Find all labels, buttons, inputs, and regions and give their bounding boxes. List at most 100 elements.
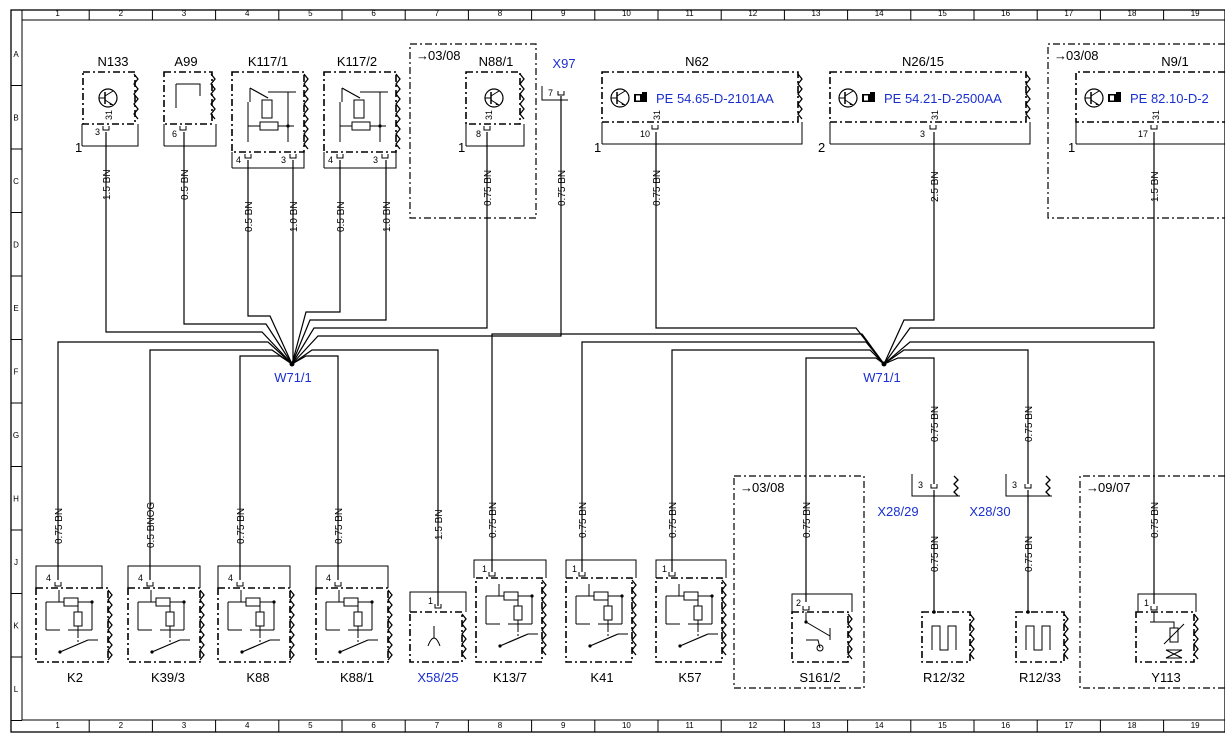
component-label: S161/2	[799, 670, 840, 685]
wire-label: 0.75 BN	[1024, 536, 1035, 572]
arrow-icon: →	[1054, 48, 1067, 63]
component-k117-2[interactable]: K117/2 4 3	[323, 54, 401, 169]
grid-column-label: 3	[182, 9, 187, 18]
grid-column-label: 5	[308, 721, 313, 730]
component-label: R12/33	[1019, 670, 1061, 685]
connector-x28-30[interactable]: 3 X28/30	[969, 474, 1052, 612]
pin-number: 8	[476, 129, 481, 139]
wire-label: 0.75 BN	[652, 170, 663, 206]
drawing-frame	[10, 9, 1225, 733]
component-k88-1[interactable]: 4 K88/1	[315, 565, 393, 685]
component-label: N88/1	[479, 54, 514, 69]
splice-label-right[interactable]: W71/1	[863, 370, 901, 385]
grid-row-label: J	[14, 558, 18, 567]
pin-b: 3	[281, 155, 286, 165]
grid-column-label: 1	[55, 9, 60, 18]
grid-column-label: 13	[812, 721, 821, 730]
grid-column-label: 15	[938, 721, 947, 730]
component-label: K39/3	[151, 670, 185, 685]
connector-x28-29[interactable]: 3 X28/29	[877, 474, 960, 612]
component-label[interactable]: X28/29	[877, 504, 918, 519]
group-label: 09/07	[1098, 480, 1131, 495]
grid-column-label: 8	[498, 721, 503, 730]
grid-column-label: 18	[1128, 9, 1137, 18]
group-label: 03/08	[428, 48, 461, 63]
wire-label: 0.75 BN	[930, 406, 941, 442]
grid-column-label: 8	[498, 9, 503, 18]
arrow-icon: →	[416, 48, 429, 63]
group-label: 03/08	[1066, 48, 1099, 63]
reference-link[interactable]: PE 82.10-D-2	[1130, 91, 1209, 106]
component-label[interactable]: X28/30	[969, 504, 1010, 519]
component-n133[interactable]: N133 3 31 1	[75, 54, 139, 155]
pin-number: 7	[548, 88, 553, 98]
grid-row-label: C	[13, 177, 19, 186]
grid-column-label: 11	[685, 721, 694, 730]
component-k41[interactable]: 1 K41	[565, 559, 637, 685]
splice-label-left[interactable]: W71/1	[274, 370, 312, 385]
pin-a: 4	[236, 155, 241, 165]
pin-number: 4	[46, 573, 51, 583]
component-s161-2[interactable]: 2 S161/2	[791, 593, 853, 685]
component-label: N62	[685, 54, 709, 69]
component-n88-1[interactable]: N88/1 8 31 1	[458, 54, 525, 155]
wire-label: 2.5 BN	[930, 171, 941, 202]
wires-left-upper	[105, 96, 562, 365]
component-n62[interactable]: N62 PE 54.65-D-2101AA 10 31 1	[594, 54, 803, 155]
component-k88[interactable]: 4 K88	[217, 565, 295, 685]
reference-link[interactable]: PE 54.21-D-2500AA	[884, 91, 1002, 106]
component-k13-7[interactable]: 1 K13/7	[473, 559, 547, 685]
side-number: 2	[818, 140, 825, 155]
pin-31: 31	[1151, 110, 1161, 120]
grid-column-label: 16	[1001, 721, 1010, 730]
grid-column-label: 12	[748, 721, 757, 730]
component-y113[interactable]: 1 Y113	[1135, 593, 1199, 685]
component-x58-25[interactable]: 1 X58/25	[409, 591, 467, 685]
component-a99[interactable]: A99 6	[163, 54, 217, 147]
reference-link[interactable]: PE 54.65-D-2101AA	[656, 91, 774, 106]
grid-row-label: B	[13, 113, 18, 122]
wire-label: 0.75 BN	[334, 508, 345, 544]
pin-number: 17	[1138, 129, 1148, 139]
wire-label: 0.75 BN	[236, 508, 247, 544]
component-k57[interactable]: 1 K57	[655, 559, 727, 685]
component-k39-3[interactable]: 4 K39/3	[127, 565, 205, 685]
grid-column-label: 11	[685, 9, 694, 18]
grid-row-label: K	[13, 621, 19, 630]
component-r12-33[interactable]: R12/33	[1015, 610, 1069, 685]
component-n9-1[interactable]: N9/1 PE 82.10-D-2 17 31 1	[1068, 54, 1225, 155]
component-n26-15[interactable]: N26/15 PE 54.21-D-2500AA 3 31 2	[818, 54, 1031, 155]
wire-label: 1.5 BN	[434, 509, 445, 540]
pin-31: 31	[930, 110, 940, 120]
component-label: K41	[590, 670, 613, 685]
grid-column-label: 1	[55, 721, 60, 730]
side-number: 1	[458, 140, 465, 155]
pin-number: 4	[138, 573, 143, 583]
grid-row-label: G	[13, 431, 19, 440]
component-k117-1[interactable]: K117/1 4 3	[231, 54, 309, 169]
grid-column-label: 7	[435, 721, 440, 730]
side-number: 1	[1068, 140, 1075, 155]
connector-x97[interactable]: X97 7	[541, 56, 576, 101]
grid-marks: 1122334455667788991010111112121313141415…	[11, 9, 1200, 732]
pin-number: 10	[640, 129, 650, 139]
component-label: K57	[678, 670, 701, 685]
grid-column-label: 10	[622, 9, 631, 18]
component-label[interactable]: X58/25	[417, 670, 458, 685]
pin-number: 1	[428, 596, 433, 606]
wire-label: 1.0 BN	[382, 201, 393, 232]
component-label: K2	[67, 670, 83, 685]
group-09-07: → 09/07	[1079, 475, 1225, 689]
grid-column-label: 14	[875, 9, 884, 18]
grid-row-label: E	[13, 304, 18, 313]
wire-label: 0.75 BN	[54, 508, 65, 544]
wire-label: 0.75 BN	[668, 502, 679, 538]
pin-number: 1	[1144, 598, 1149, 608]
component-k2[interactable]: 4 K2	[35, 565, 113, 685]
component-label: K117/2	[337, 54, 377, 69]
group-label: 03/08	[752, 480, 785, 495]
pin-31: 31	[652, 110, 662, 120]
pin-number: 4	[326, 573, 331, 583]
wire-label: 0.5 BN	[180, 169, 191, 200]
component-r12-32[interactable]: R12/32	[921, 610, 975, 685]
